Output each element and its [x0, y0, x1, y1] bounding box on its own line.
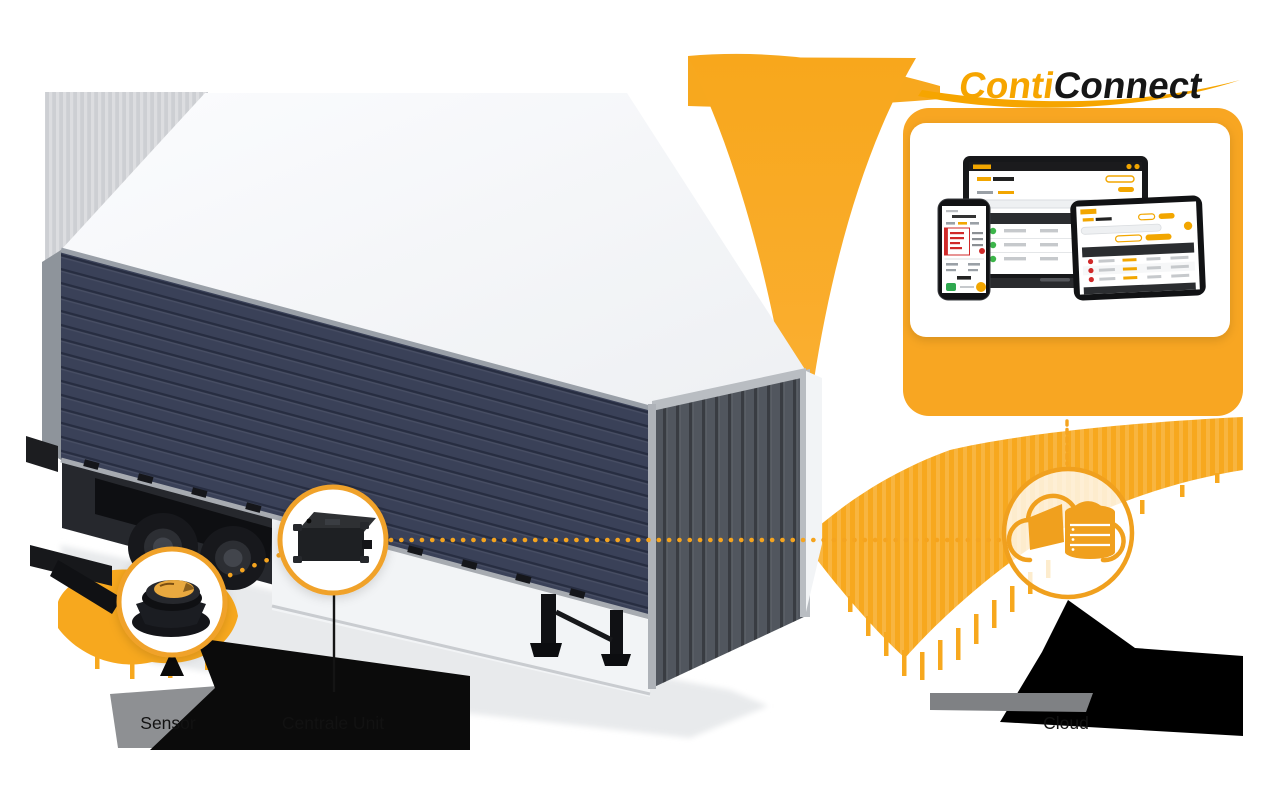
- landing-gear: [530, 594, 631, 666]
- conticonnect-logo: Conti Connect: [957, 64, 1205, 106]
- tire-sensor-icon: [132, 580, 210, 637]
- portal-card: [910, 123, 1230, 337]
- cloud-callout: [1001, 466, 1135, 600]
- trailer-front-face: [42, 250, 61, 460]
- logo-connect: Connect: [1051, 64, 1205, 106]
- tablet-mockup: [1070, 195, 1206, 301]
- trailer-roof: [61, 93, 806, 408]
- laptop-mockup: [938, 156, 1172, 288]
- label-sensor: Sensor: [140, 713, 196, 733]
- logo-swoosh: [918, 80, 1240, 108]
- sensor-callout: [116, 546, 228, 658]
- connection-lines: [160, 419, 1069, 692]
- label-rays: [110, 600, 1243, 750]
- component-labels: Sensor Centrale Unit Cloud: [140, 713, 1089, 733]
- label-cloud: Cloud: [1043, 713, 1089, 733]
- telematics-unit-icon: [293, 512, 376, 563]
- cloud-database-icon: [1006, 493, 1126, 563]
- phone-mockup: [937, 198, 991, 301]
- funnel-beam: [688, 57, 916, 540]
- label-central-unit: Centrale Unit: [282, 713, 384, 733]
- telematics-callout: [277, 484, 389, 596]
- logo-conti: Conti: [957, 64, 1057, 106]
